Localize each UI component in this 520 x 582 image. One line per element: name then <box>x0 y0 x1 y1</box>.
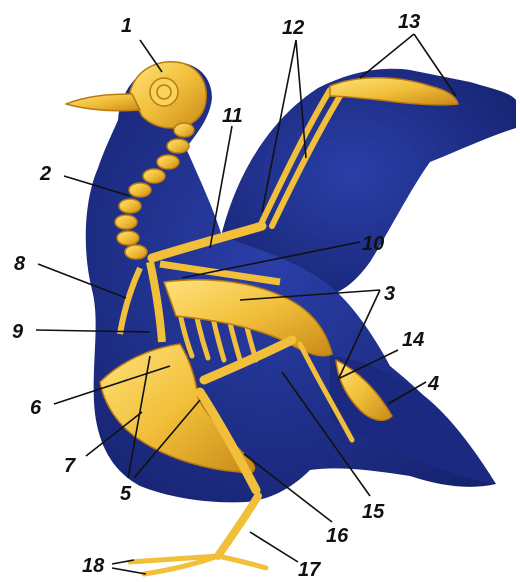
label-18: 18 <box>82 555 105 577</box>
label-1: 1 <box>121 15 132 37</box>
label-16: 16 <box>326 525 349 547</box>
label-3: 3 <box>384 283 395 305</box>
label-13: 13 <box>398 11 420 33</box>
label-2: 2 <box>39 163 51 185</box>
toe-bones <box>130 556 266 574</box>
leader-18b <box>112 568 146 574</box>
label-5: 5 <box>120 483 132 505</box>
label-9: 9 <box>12 321 24 343</box>
label-17: 17 <box>298 559 321 581</box>
label-4: 4 <box>427 373 439 395</box>
leader-17 <box>250 532 298 562</box>
label-7: 7 <box>64 455 76 477</box>
label-8: 8 <box>14 253 26 275</box>
label-11: 11 <box>222 105 243 127</box>
label-6: 6 <box>30 397 42 419</box>
label-12: 12 <box>282 17 304 39</box>
eye-orbit <box>150 78 178 106</box>
label-10: 10 <box>362 233 384 255</box>
label-14: 14 <box>402 329 424 351</box>
beak-bone <box>66 94 140 111</box>
label-15: 15 <box>362 501 385 523</box>
tarsometatarsus-bone <box>218 496 258 556</box>
